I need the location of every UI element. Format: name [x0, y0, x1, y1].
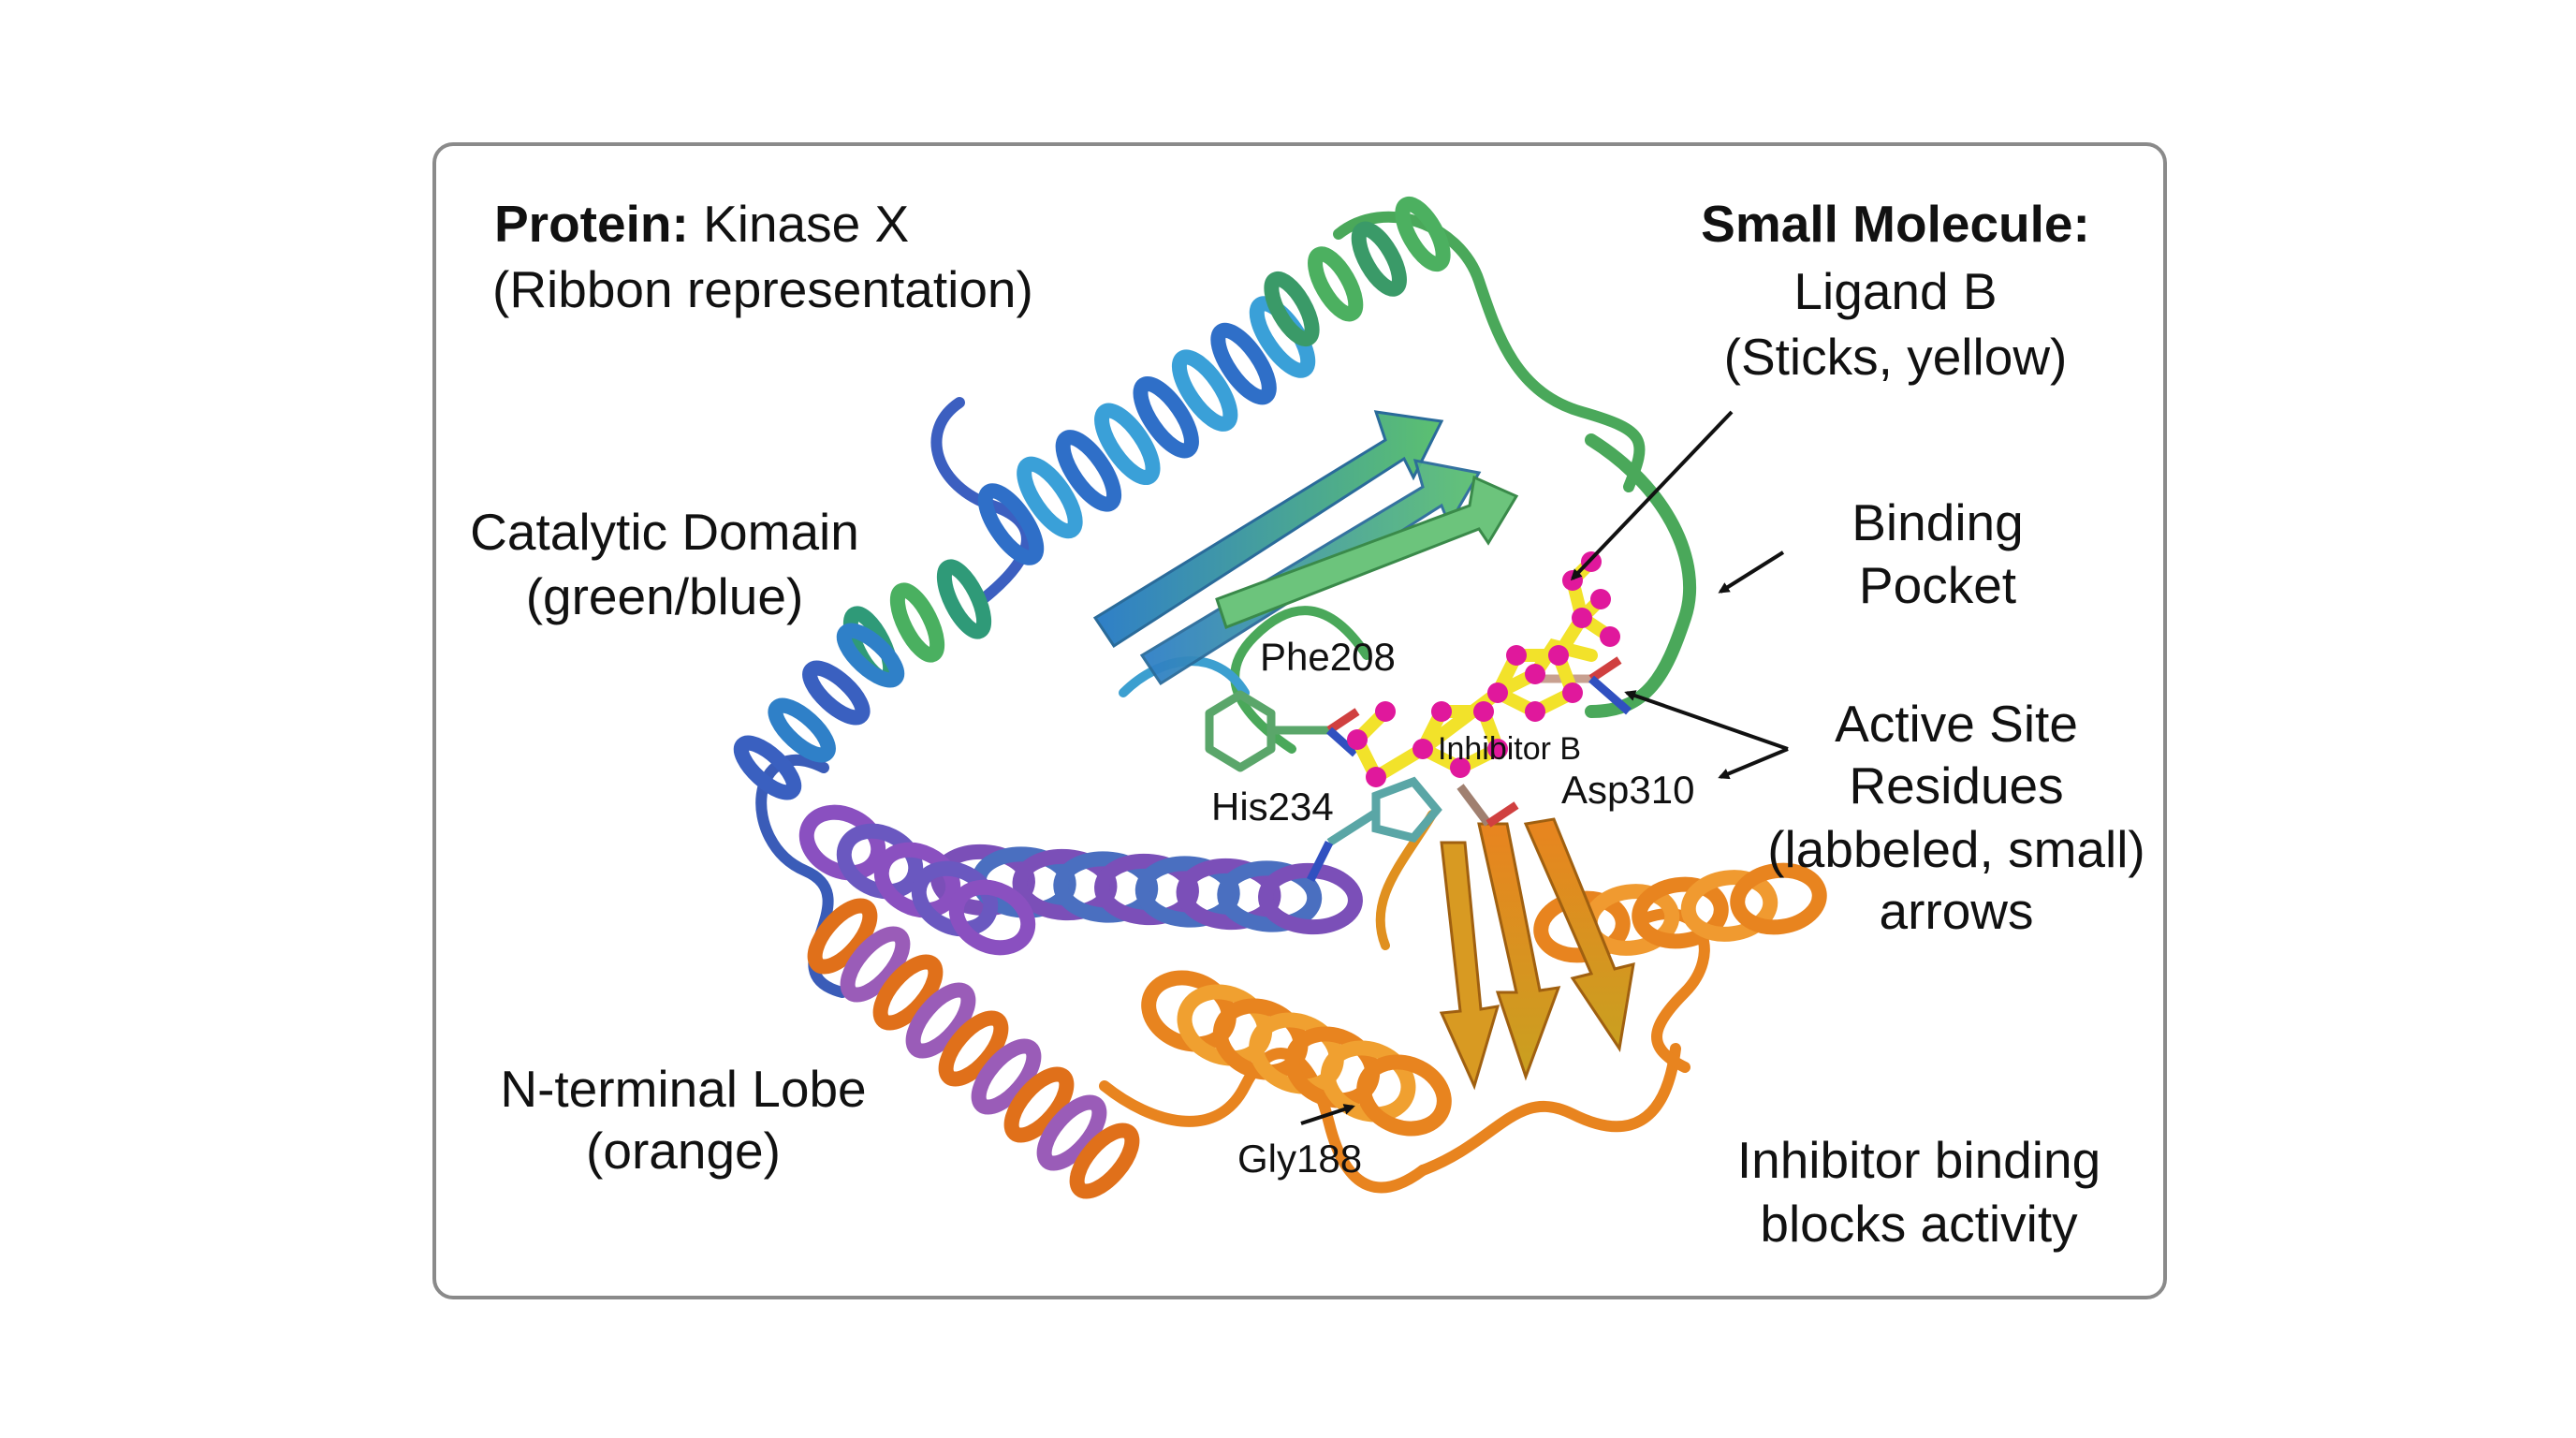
ligand-atom [1375, 701, 1396, 722]
ligand-atom [1487, 682, 1508, 703]
protein-name: Kinase X [703, 195, 909, 253]
n-terminal-lobe-line2: (orange) [459, 1120, 908, 1182]
ligand-name: Ligand B [1676, 260, 2115, 323]
helix-turn [1395, 198, 1451, 270]
helix-purple-lower [797, 800, 1038, 959]
residue-label-his234: His234 [1211, 785, 1334, 829]
catalytic-domain-line2: (green/blue) [440, 565, 889, 628]
binding-pocket-line2: Pocket [1807, 554, 2069, 617]
residue-label-phe208: Phe208 [1260, 635, 1396, 680]
helix-turn [1002, 1065, 1076, 1144]
ligand-atom [1412, 739, 1433, 759]
ligand-atom [1562, 682, 1583, 703]
binding-pocket-line1: Binding [1807, 492, 2069, 554]
active-site-line4: arrows [1741, 880, 2172, 943]
ligand-atom [1473, 701, 1494, 722]
helix-turn [936, 1009, 1010, 1088]
helix-orange-bottom [1139, 966, 1455, 1139]
inhibitor-binding-line1: Inhibitor binding [1676, 1129, 2162, 1192]
ligand-atom [1506, 645, 1527, 666]
ligand-atom [1590, 589, 1611, 609]
helix-blue-left [734, 623, 904, 800]
active-site-line2: Residues [1741, 755, 2172, 817]
n-terminal-lobe-line1: N-terminal Lobe [459, 1058, 908, 1121]
helix-turn [1308, 248, 1364, 319]
ligand-atom [1572, 608, 1592, 628]
inhibitor-b-label: Inhibitor B [1438, 730, 1581, 768]
ligand-atom [1366, 767, 1386, 787]
beta-sheet-n-lobe [1442, 819, 1633, 1086]
catalytic-domain-line1: Catalytic Domain [440, 501, 889, 564]
helix-turn [936, 562, 991, 637]
residue-phe208-sidechain [1209, 695, 1357, 768]
ligand-representation: (Sticks, yellow) [1676, 326, 2115, 389]
helix-turn [1351, 223, 1407, 294]
helix-turn [969, 1037, 1043, 1116]
protein-label: Protein: Kinase X [494, 193, 909, 256]
ligand-atom [1431, 701, 1452, 722]
ligand-atom [1525, 701, 1545, 722]
residue-label-asp310: Asp310 [1561, 768, 1694, 813]
helix-turn [889, 585, 944, 660]
small-molecule-title: Small Molecule: [1676, 193, 2115, 256]
ligand-atom [1600, 626, 1620, 647]
helix-turn [1034, 1093, 1108, 1172]
arrow-binding-pocket [1720, 552, 1783, 592]
ligand-atom [1525, 664, 1545, 684]
residue-label-gly188: Gly188 [1237, 1137, 1362, 1181]
inhibitor-binding-line2: blocks activity [1676, 1193, 2162, 1255]
helix-turn [1067, 1122, 1141, 1200]
helix-turn [871, 953, 944, 1032]
protein-representation: (Ribbon representation) [492, 258, 1033, 321]
ligand-atom [1548, 645, 1569, 666]
helix-turn [805, 897, 879, 976]
active-site-line3: (labbeled, small) [1741, 818, 2172, 881]
ligand-atom [1347, 729, 1368, 750]
helix-turn [903, 981, 977, 1060]
helix-turn [1264, 273, 1320, 345]
helix-turn [838, 925, 912, 1004]
protein-title: Protein: [494, 195, 689, 253]
active-site-line1: Active Site [1741, 693, 2172, 756]
